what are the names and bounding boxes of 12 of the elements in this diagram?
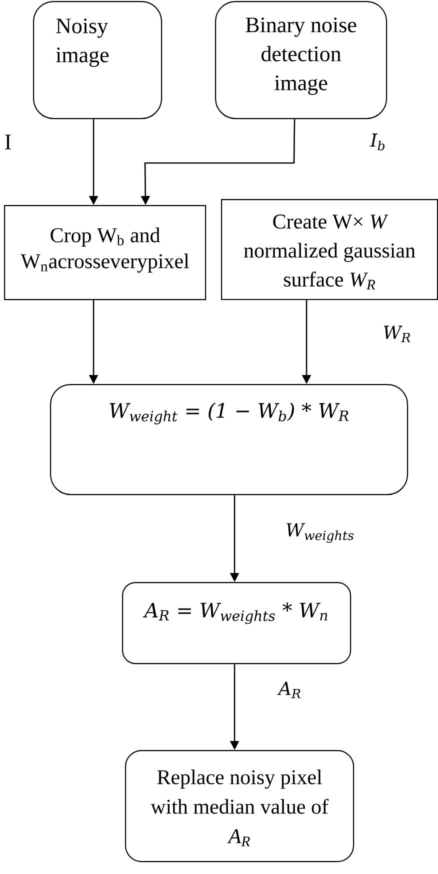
process-box: Create W× W normalized gaussian surface W$_{R}$	[221, 199, 438, 300]
process-box: W$_{weight}$ = (1 − W$_{b}$) * W$_{R}$	[50, 384, 408, 496]
process-box: A$_{R}$ = W$_{weights}$ * W$_{n}$	[122, 582, 352, 664]
process-box: Replace noisy pixel with median value of A$_{R}$	[125, 750, 354, 862]
process-box: Crop W$_{b}$ and W$_{n}$acrosseverypixel	[4, 205, 206, 300]
edge-label: W$_{weights}$	[284, 522, 356, 544]
edge-label: I	[3, 134, 13, 150]
edge-label: A$_{R}$	[277, 680, 302, 700]
edge-label: I$_{b}$	[369, 132, 387, 152]
process-box: Noisy image	[33, 1, 162, 120]
edge-label: W$_{R}$	[382, 324, 412, 344]
process-box: Binary noise detection image	[215, 1, 388, 120]
